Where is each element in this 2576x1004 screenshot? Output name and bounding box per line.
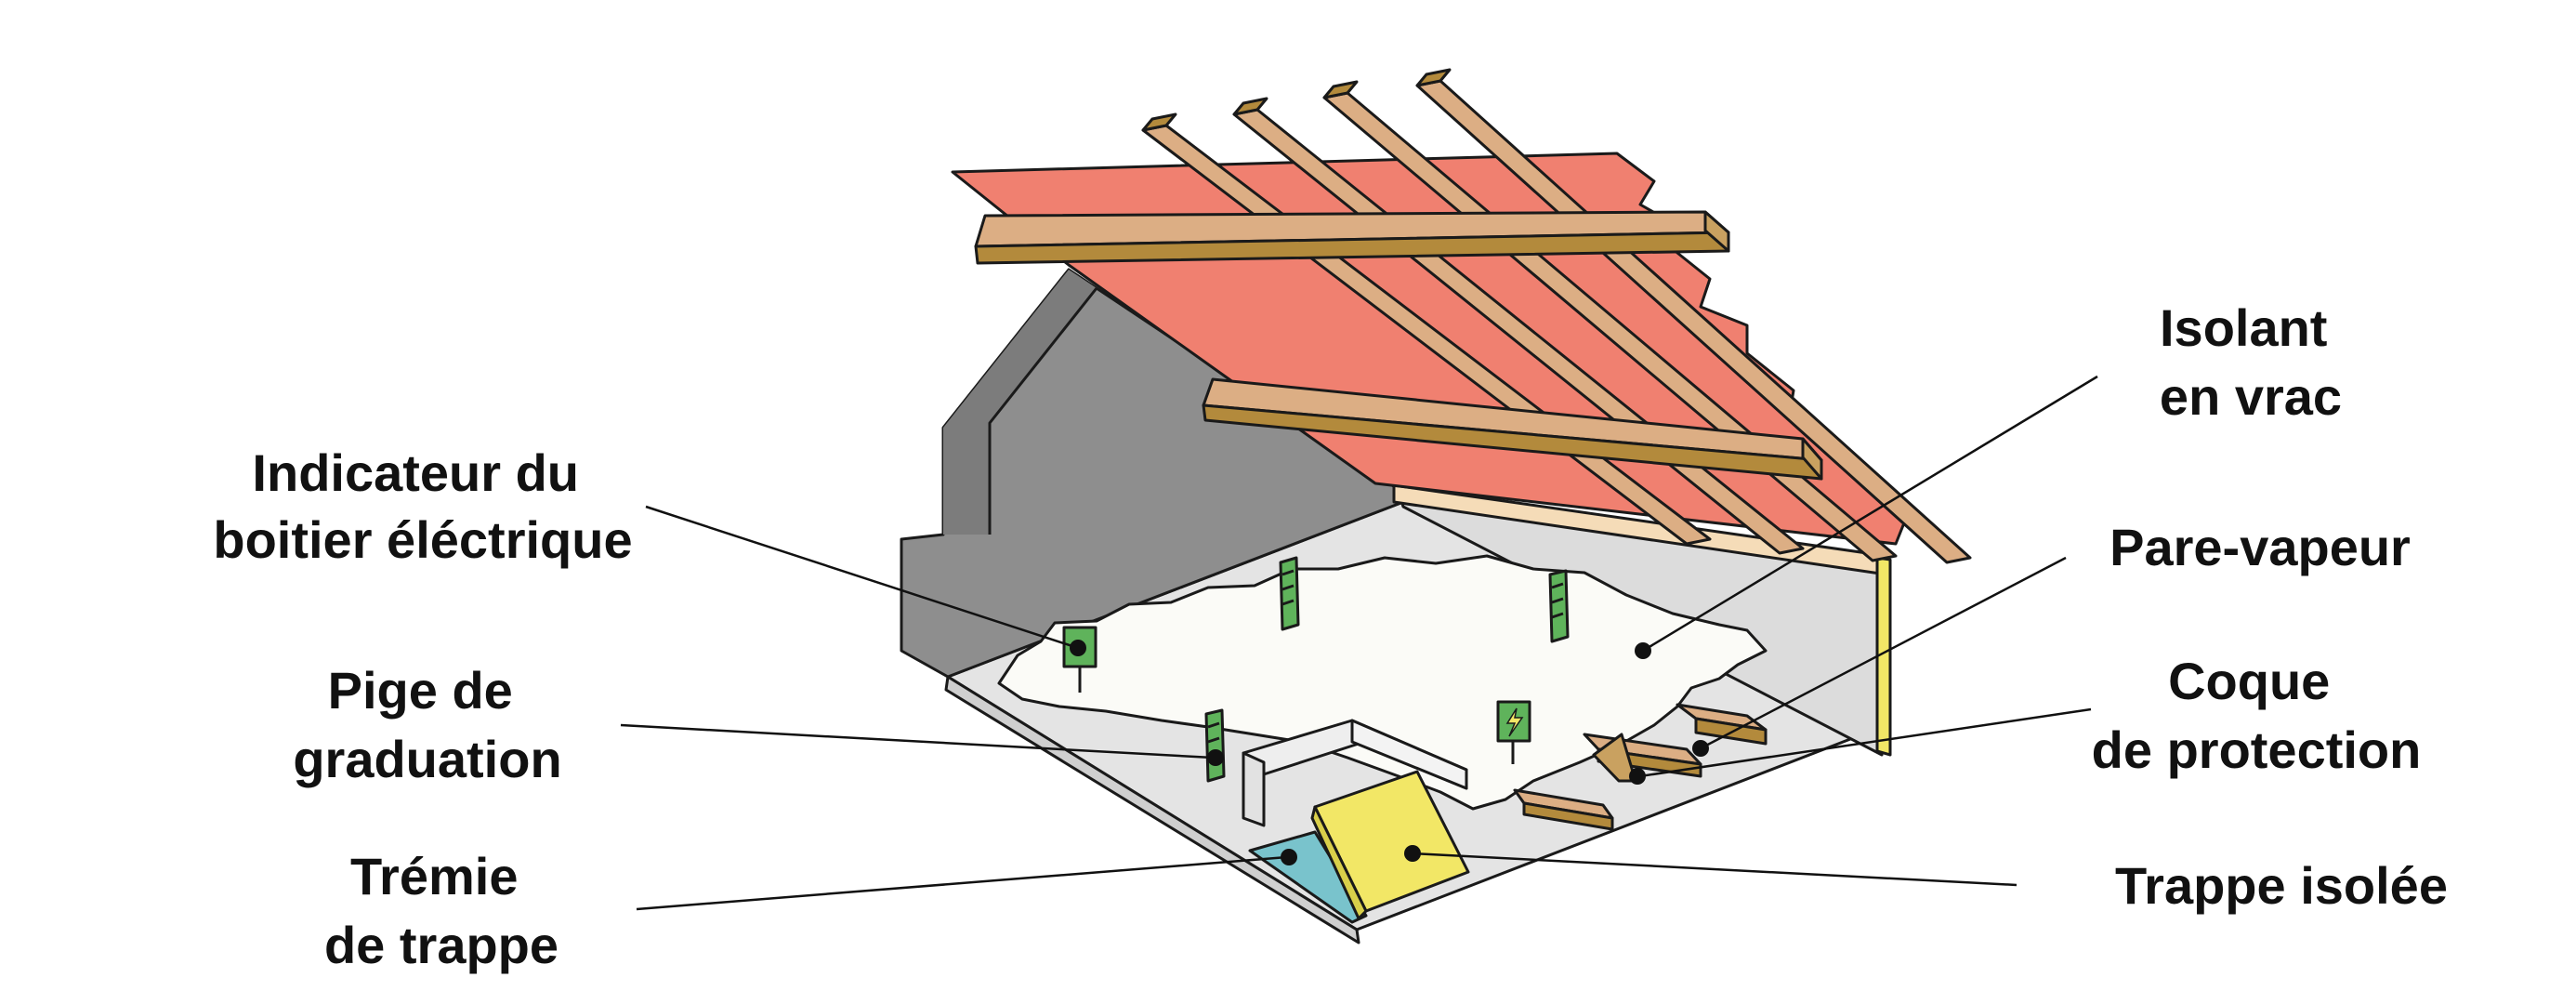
gauge-1: [1279, 556, 1300, 631]
floor-front-face: [944, 675, 1360, 945]
dot-trappe: [1404, 845, 1421, 862]
leader-pige: [620, 723, 1214, 760]
electrical-indicator-2: [1496, 700, 1531, 764]
dot-isolant: [1635, 642, 1651, 659]
label-pige: Pige de graduation: [293, 661, 561, 788]
leader-trappe: [1412, 852, 2017, 887]
leader-indicateur: [645, 505, 1079, 650]
gauge-2: [1548, 569, 1570, 643]
gauge-3: [1204, 708, 1226, 783]
leader-pare-vapeur: [1700, 556, 2067, 750]
label-coque: Coque de protection: [2092, 652, 2422, 779]
label-isolant: Isolant en vrac: [2160, 298, 2342, 426]
purlins: [974, 210, 1823, 481]
label-trappe: Trappe isolée: [2115, 856, 2448, 915]
attic-illustration: [900, 68, 1972, 945]
leader-coque: [1639, 707, 2092, 778]
dot-coque: [1629, 768, 1646, 785]
protection-covers: [1513, 703, 1768, 831]
leader-lines: [620, 375, 2098, 911]
dot-pare-vapeur: [1692, 740, 1709, 757]
dot-indicateur: [1070, 640, 1086, 656]
hatch-opening: [1248, 830, 1368, 924]
dot-pige: [1207, 749, 1224, 766]
labels: Indicateur du boitier éléctrique Pige de…: [213, 298, 2448, 974]
label-indicateur: Indicateur du boitier éléctrique: [213, 443, 632, 569]
leader-isolant: [1642, 375, 2098, 653]
leader-tremie: [636, 855, 1288, 911]
label-pare-vapeur: Pare-vapeur: [2109, 518, 2411, 576]
dot-tremie: [1281, 849, 1297, 865]
label-tremie: Trémie de trappe: [324, 847, 559, 974]
